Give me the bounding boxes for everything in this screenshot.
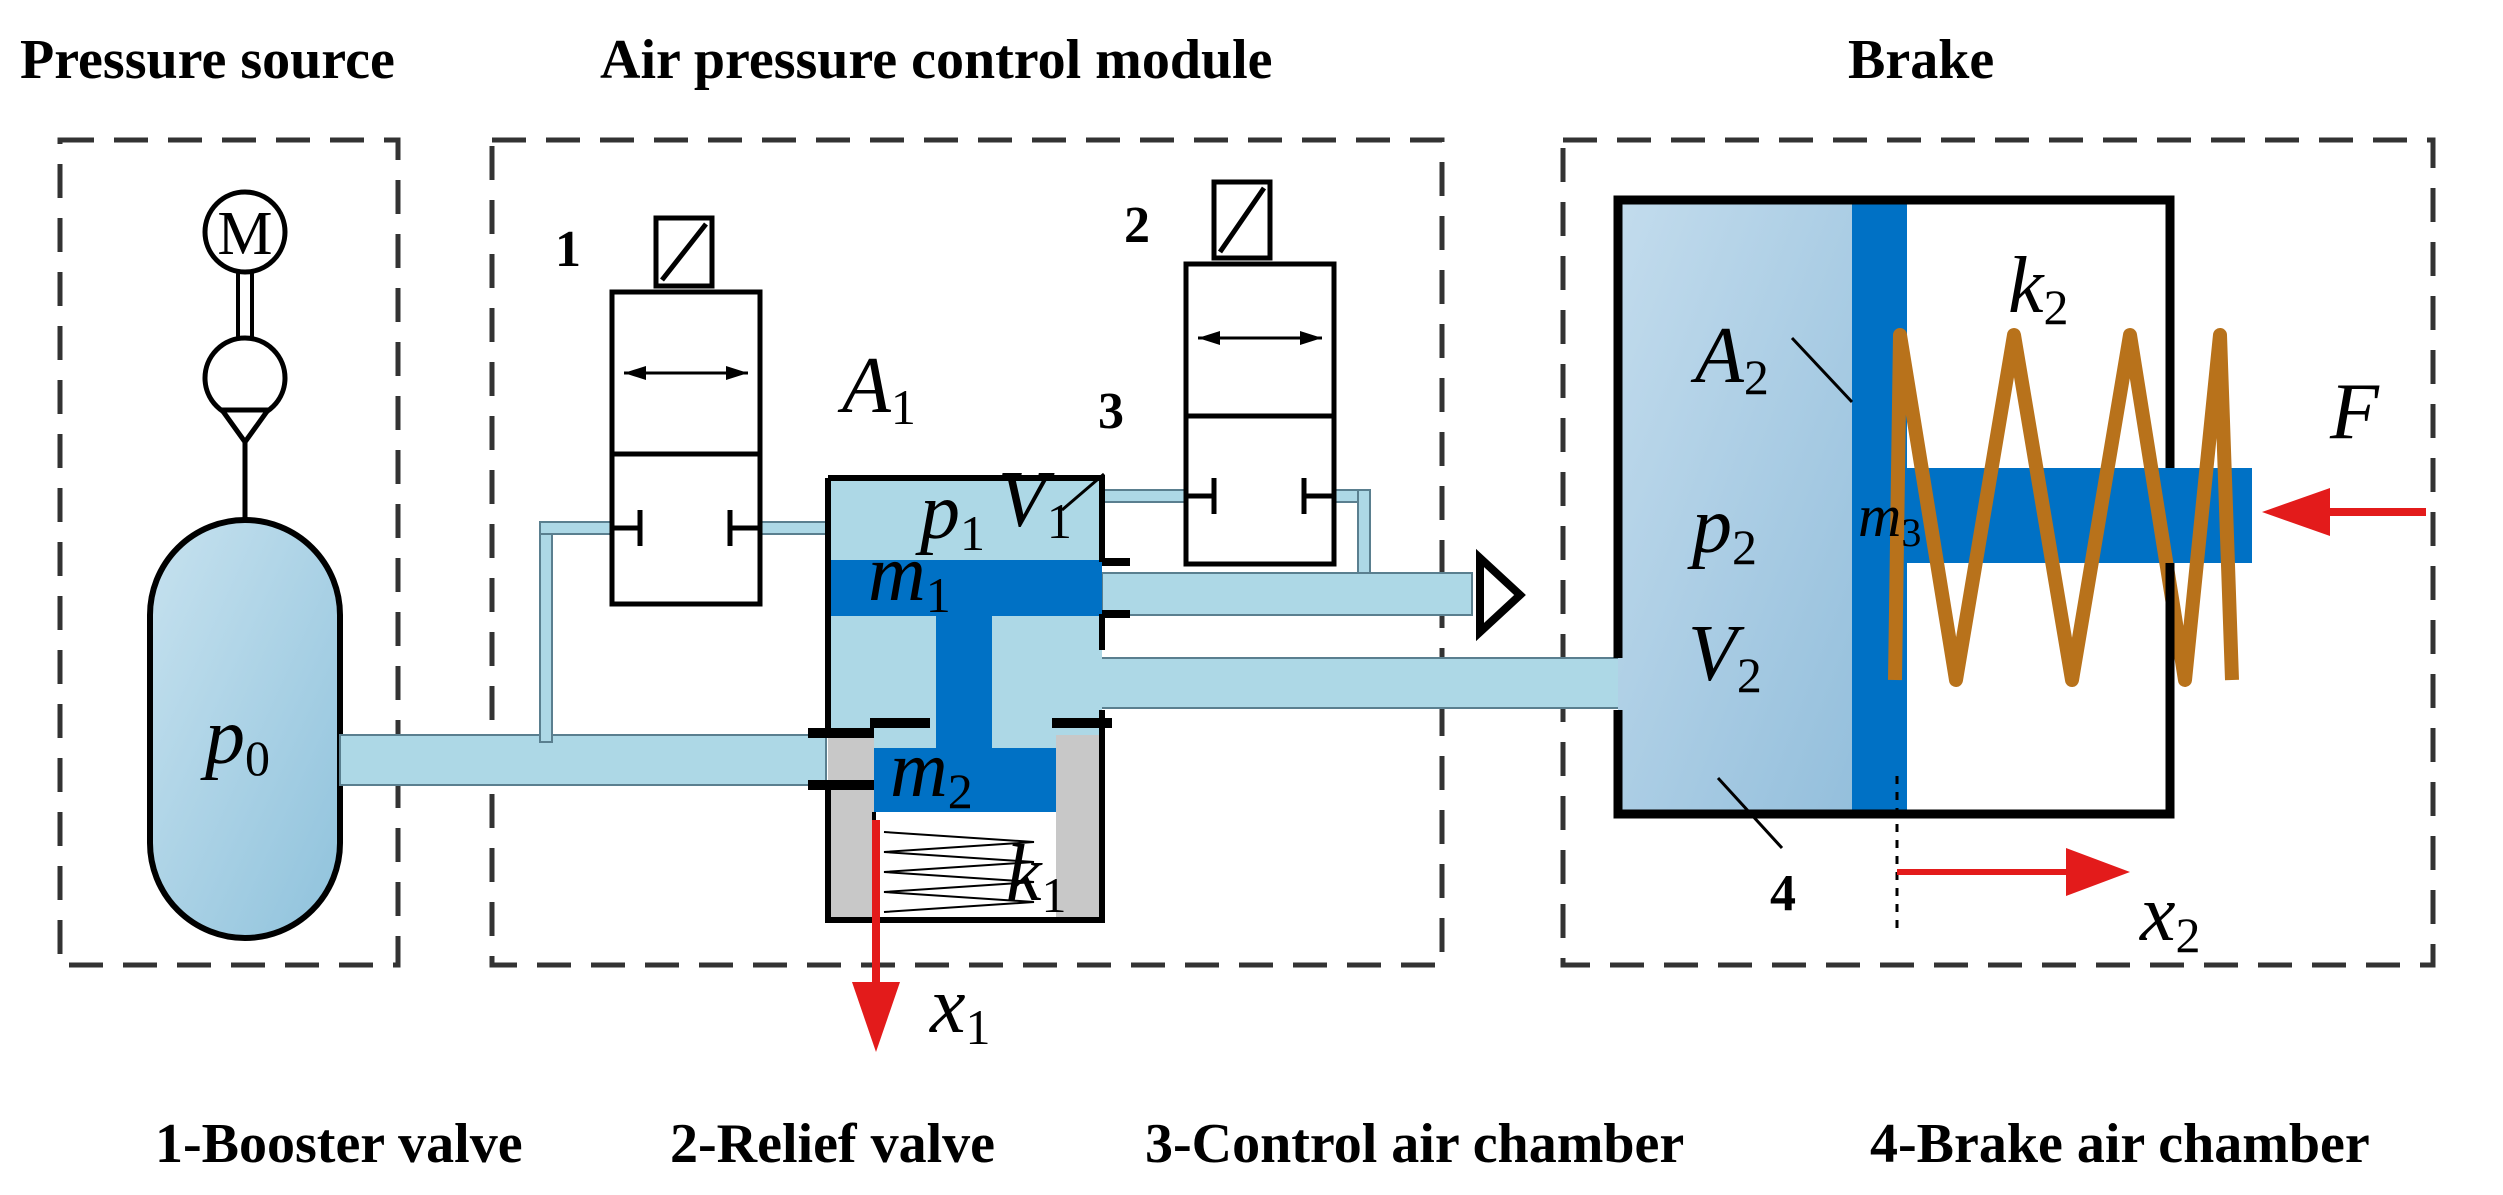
symbol-k2: k2 [2008, 242, 2069, 335]
spring-k2 [1888, 328, 2239, 687]
header-pressure-source: Pressure source [20, 29, 395, 91]
symbol-V2: V2 [1688, 610, 1762, 703]
shaft-icon [236, 272, 254, 338]
leader-A2 [1790, 336, 1854, 404]
legend-booster-valve: 1-Booster valve [155, 1113, 523, 1175]
symbol-F: F [2329, 368, 2380, 456]
arrow-F [2262, 488, 2426, 536]
chamber-3-label: 3 [1098, 383, 1124, 440]
control-module-frame [489, 137, 1445, 968]
pressure-source-frame [57, 137, 401, 968]
symbol-A1: A1 [837, 342, 916, 435]
symbol-p2: p2 [1687, 482, 1757, 575]
valve-1-label: 1 [555, 221, 581, 278]
right-stop [1056, 735, 1102, 920]
piston-m2 [874, 748, 1056, 812]
piston-m1 [828, 560, 1102, 616]
symbol-x2: x2 [2139, 870, 2201, 963]
symbol-p0: p0 [200, 693, 270, 786]
legend-control-air-chamber: 3-Control air chamber [1145, 1113, 1684, 1175]
valve-2-label: 2 [1124, 197, 1150, 254]
piston-rod [936, 616, 992, 748]
exhaust-port-icon [1476, 548, 1526, 642]
header-brake: Brake [1848, 29, 1994, 91]
brake-air-chamber [1618, 200, 1852, 814]
spring-k1 [883, 831, 1035, 913]
legend-relief-valve: 2-Relief valve [670, 1113, 995, 1175]
leader-3 [1061, 472, 1105, 512]
booster-feed-pipe-horizontal [539, 521, 613, 535]
motor-label: M [217, 200, 272, 268]
booster-feed-pipe-vertical [539, 529, 553, 743]
leader-4 [1716, 776, 1784, 850]
symbol-m2: m2 [890, 726, 973, 819]
exhaust-pipe [1101, 572, 1473, 616]
symbol-A2: A2 [1690, 312, 1769, 405]
brake-frame [1560, 137, 2436, 968]
relief-valve [1183, 179, 1337, 567]
symbol-V1: V1 [998, 456, 1072, 549]
air-tank [147, 517, 343, 941]
relief-inlet-pipe [1097, 489, 1197, 503]
legend-brake-air-chamber: 4-Brake air chamber [1870, 1113, 2370, 1175]
booster-valve [609, 215, 763, 607]
arrow-x1 [852, 820, 900, 1052]
chamber-4-label: 4 [1770, 865, 1796, 922]
symbol-x1: x1 [929, 962, 991, 1055]
brake-cylinder [1613, 195, 2252, 819]
symbol-m3: m3 [1858, 483, 1921, 555]
symbol-m1: m1 [868, 530, 951, 623]
supply-pipe [339, 734, 827, 786]
motor-icon: M [202, 189, 288, 275]
relief-outlet-pipe-vertical [1357, 489, 1371, 587]
header-control-module: Air pressure control module [600, 29, 1273, 91]
symbol-k1: k1 [1006, 830, 1067, 923]
left-stop [828, 735, 874, 920]
symbol-p1: p1 [915, 468, 985, 561]
arrow-x2 [1897, 848, 2130, 896]
pump-icon [202, 335, 288, 520]
